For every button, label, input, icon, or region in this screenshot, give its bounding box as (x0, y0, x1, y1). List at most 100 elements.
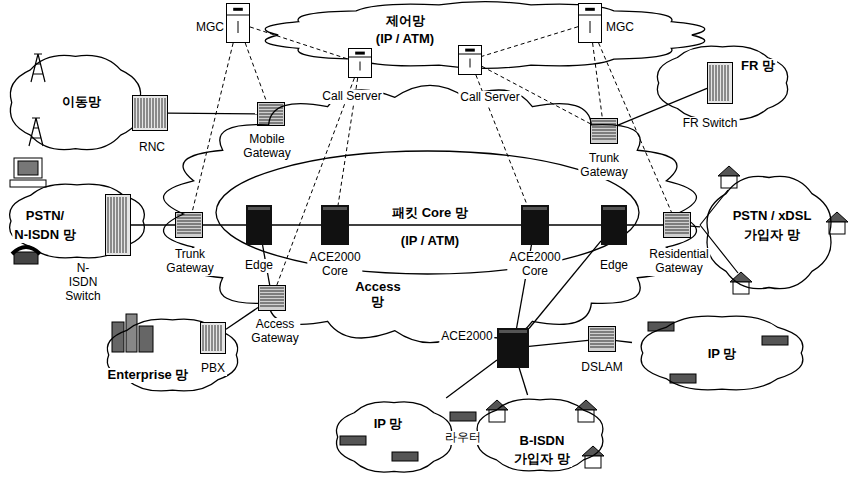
network-cloud-outline (265, 2, 705, 69)
switch-icon-outline (150, 98, 151, 128)
gateway-icon-outline (592, 121, 616, 122)
core-switch-icon: ACE2000 Core (521, 205, 549, 245)
telephone-icon (14, 252, 38, 264)
network-link (627, 224, 663, 225)
network-cloud-outline (330, 398, 458, 476)
server-icon-outline (578, 3, 602, 43)
gateway-icon-outline (259, 111, 283, 112)
network-cloud: 이동망 (3, 50, 148, 155)
switch-icon-outline (106, 195, 131, 256)
switch-icon-outline (722, 65, 723, 101)
device-name: Call Server (458, 91, 521, 105)
gateway-icon-outline (592, 127, 616, 128)
house-icon (718, 166, 740, 176)
network-cloud: 제어망(IP / ATM)Call ServerCall Server (250, 0, 720, 70)
switch-icon-outline (159, 98, 160, 128)
building-icon (126, 314, 137, 352)
device-name: DSLAM (579, 361, 624, 375)
device-name: Trunk Gateway (164, 248, 215, 276)
core-switch-icon-outline (497, 328, 529, 368)
core-switch-icon-outline (601, 205, 627, 245)
gateway-icon: Trunk Gateway (590, 118, 618, 144)
network-cloud-outline (250, 0, 720, 70)
network-name: 가입자 망 (742, 228, 802, 243)
network-cloud: PSTN / xDSL 가입자 망 (700, 170, 838, 295)
gateway-icon-outline (257, 102, 285, 126)
network-link (616, 341, 632, 343)
gateway-icon-outline (177, 233, 201, 234)
gateway-icon-outline (260, 297, 284, 298)
core-switch-icon-outline (246, 205, 272, 245)
network-cloud: B-ISDN가입자 망 (470, 395, 610, 475)
network-cloud: PSTN/N-ISDN 망N-ISDN Switch (2, 180, 152, 262)
network-name: PSTN / xDSL (731, 209, 814, 224)
server-icon-outline (348, 57, 372, 58)
server-icon-outline (226, 15, 250, 16)
switch-icon-outline (725, 65, 726, 101)
gateway-icon-outline (590, 335, 614, 336)
gateway-icon-outline (664, 213, 691, 238)
core-switch-icon-outline (321, 205, 349, 245)
server-icon: MGC (226, 3, 250, 43)
switch-icon-outline (206, 325, 207, 351)
network-link (519, 368, 527, 395)
switch-icon-outline (218, 325, 219, 351)
gateway-icon-outline (665, 215, 689, 216)
switch-icon-outline (165, 98, 166, 128)
router-icon (340, 322, 788, 461)
gateway-icon: Residential Gateway (663, 212, 691, 238)
switch-icon-outline (153, 98, 154, 128)
switch-icon-outline (138, 98, 139, 128)
control-link (593, 43, 603, 118)
switch-icon-outline (200, 322, 226, 354)
network-name: FR 망 (739, 59, 777, 74)
server-icon-outline (579, 4, 602, 43)
network-name: IP 망 (706, 347, 739, 362)
core-switch-icon-outline (323, 207, 347, 210)
switch-icon-outline (141, 98, 142, 128)
control-link (482, 27, 578, 57)
switch-icon-outline (203, 325, 204, 351)
core-switch-icon-outline (248, 207, 270, 210)
server-icon-outline (470, 59, 471, 68)
device-name: Edge (598, 259, 630, 273)
gateway-icon-outline (665, 224, 689, 225)
network-link (131, 224, 175, 225)
server-icon: Call Server (458, 45, 482, 75)
device-name: Edge (243, 259, 275, 273)
gateway-icon-outline (588, 326, 616, 352)
gateway-icon-outline (665, 233, 689, 234)
server-icon-outline (465, 49, 475, 52)
switch-icon-outline (708, 63, 733, 104)
computer-icon (14, 158, 42, 178)
switch-icon-outline (123, 197, 124, 253)
house-icon (575, 400, 597, 410)
core-switch-icon-outline (601, 205, 627, 245)
switch-icon: N-ISDN Switch (105, 194, 131, 256)
network-cloud: FR 망FR Switch (650, 42, 795, 124)
core-switch-icon-outline (521, 205, 549, 245)
gateway-icon: Mobile Gateway (257, 102, 285, 126)
network-link (203, 224, 246, 225)
router-icon (450, 412, 476, 421)
network-name: 제어망 (384, 14, 427, 29)
switch-icon: RNC (132, 95, 168, 131)
network-name: 패킷 Core 망 (390, 206, 470, 221)
network-cloud: Access 망패킷 Core 망(IP / ATM)EdgeACE2000 C… (150, 80, 710, 348)
gateway-icon-outline (590, 329, 614, 330)
switch-icon-outline (713, 65, 714, 101)
switch-icon-outline (114, 197, 115, 253)
gateway-icon-outline (591, 119, 618, 144)
device-name: Access Gateway (249, 318, 300, 346)
gateway-icon-outline (590, 341, 614, 342)
gateway-icon-outline (260, 288, 284, 289)
device-name: 라우터 (443, 431, 483, 445)
router-icon (762, 336, 788, 345)
network-cloud-outline (641, 316, 803, 390)
gateway-icon-outline (590, 344, 614, 345)
switch-icon-outline (111, 197, 112, 253)
gateway-icon-outline (592, 130, 616, 131)
switch-icon-outline (215, 325, 216, 351)
gateway-icon-outline (663, 212, 691, 238)
device-name: Residential Gateway (647, 248, 710, 276)
